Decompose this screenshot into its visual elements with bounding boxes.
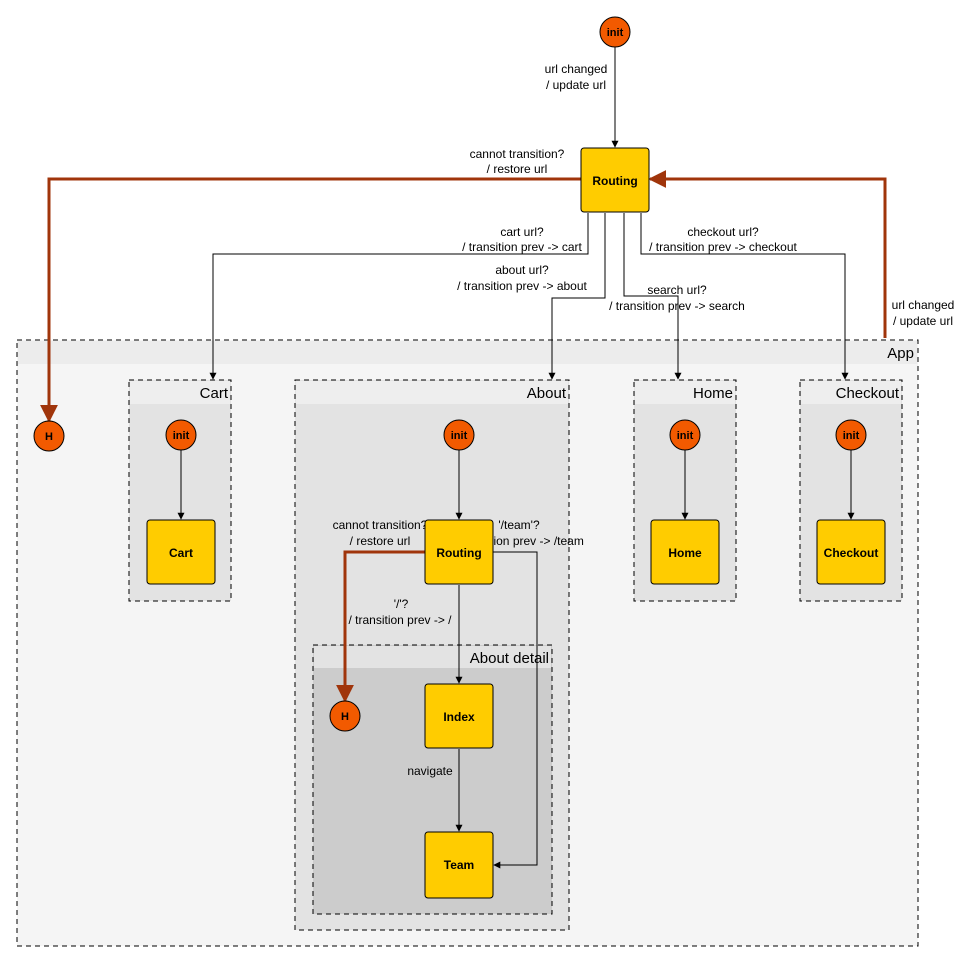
state-index[interactable]: Index xyxy=(424,683,494,749)
init-checkout: init xyxy=(835,419,867,451)
label-transition-cart: / transition prev -> cart xyxy=(462,240,582,254)
edge-labels: url changed / update url cannot transiti… xyxy=(333,62,955,778)
states: Routing Cart Routing Home Checkout Index… xyxy=(146,147,886,899)
edge-routing-to-home xyxy=(623,213,682,380)
label-transition-search: / transition prev -> search xyxy=(609,299,745,313)
state-checkout-label: Checkout xyxy=(824,546,879,560)
state-checkout[interactable]: Checkout xyxy=(816,519,886,585)
cart-region-header xyxy=(130,381,230,404)
state-about-routing[interactable]: Routing xyxy=(424,519,494,585)
label-restore-url-1: / restore url xyxy=(487,162,548,176)
history-about-detail: H xyxy=(329,700,361,732)
about-region-header xyxy=(296,381,568,404)
label-cart-url: cart url? xyxy=(500,225,544,239)
edge-routing-to-about xyxy=(548,213,606,380)
init-about: init xyxy=(443,419,475,451)
label-url-changed-1: url changed xyxy=(545,62,608,76)
label-update-url-1: / update url xyxy=(546,78,606,92)
label-about-url: about url? xyxy=(495,263,549,277)
edge-app-to-routing xyxy=(648,170,887,338)
state-routing-top-label: Routing xyxy=(592,174,637,188)
label-root-q: '/'? xyxy=(394,597,409,611)
app-region-header xyxy=(18,341,917,364)
label-cannot-transition-2: cannot transition? xyxy=(333,518,428,532)
edge-routing-to-history xyxy=(40,177,581,423)
checkout-region-header xyxy=(801,381,901,404)
history-app: H xyxy=(33,420,65,452)
about-region-label: About xyxy=(527,385,567,402)
state-cart[interactable]: Cart xyxy=(146,519,216,585)
app-region-label: App xyxy=(887,345,914,362)
edge-routing-to-checkout xyxy=(640,213,849,380)
state-team[interactable]: Team xyxy=(424,831,494,899)
state-cart-label: Cart xyxy=(169,546,193,560)
history-edges xyxy=(40,170,887,703)
label-url-changed-2: url changed xyxy=(892,298,955,312)
label-transition-root: / transition prev -> / xyxy=(348,613,452,627)
label-checkout-url: checkout url? xyxy=(687,225,759,239)
history-about-detail-label: H xyxy=(341,711,349,723)
about-detail-region-header xyxy=(314,646,551,668)
init-home: init xyxy=(669,419,701,451)
edges xyxy=(177,47,855,869)
edge-about-routing-to-history xyxy=(336,550,425,703)
init-checkout-label: init xyxy=(843,430,860,442)
pseudo-states: init H init init init init H xyxy=(33,16,867,732)
init-top-label: init xyxy=(607,27,624,39)
home-region-header xyxy=(635,381,735,404)
history-app-label: H xyxy=(45,431,53,443)
label-search-url: search url? xyxy=(647,283,707,297)
state-team-label: Team xyxy=(444,858,474,872)
label-cannot-transition-1: cannot transition? xyxy=(470,147,565,161)
init-about-label: init xyxy=(451,430,468,442)
init-home-label: init xyxy=(677,430,694,442)
label-transition-about: / transition prev -> about xyxy=(457,279,587,293)
label-transition-checkout: / transition prev -> checkout xyxy=(649,240,797,254)
edge-routing-to-cart xyxy=(209,213,589,380)
state-about-routing-label: Routing xyxy=(436,546,481,560)
state-home-label: Home xyxy=(668,546,702,560)
state-index-label: Index xyxy=(443,710,475,724)
init-cart: init xyxy=(165,419,197,451)
label-team-q: '/team'? xyxy=(498,518,540,532)
init-top: init xyxy=(599,16,631,48)
state-routing-top[interactable]: Routing xyxy=(580,147,650,213)
checkout-region-label: Checkout xyxy=(836,385,900,402)
edge-routing-to-team xyxy=(493,551,538,869)
label-navigate: navigate xyxy=(407,764,453,778)
state-home[interactable]: Home xyxy=(650,519,720,585)
label-restore-url-2: / restore url xyxy=(350,534,411,548)
init-cart-label: init xyxy=(173,430,190,442)
home-region-label: Home xyxy=(693,385,733,402)
cart-region-label: Cart xyxy=(200,385,229,402)
about-detail-region-label: About detail xyxy=(470,650,549,667)
label-update-url-2: / update url xyxy=(893,314,953,328)
